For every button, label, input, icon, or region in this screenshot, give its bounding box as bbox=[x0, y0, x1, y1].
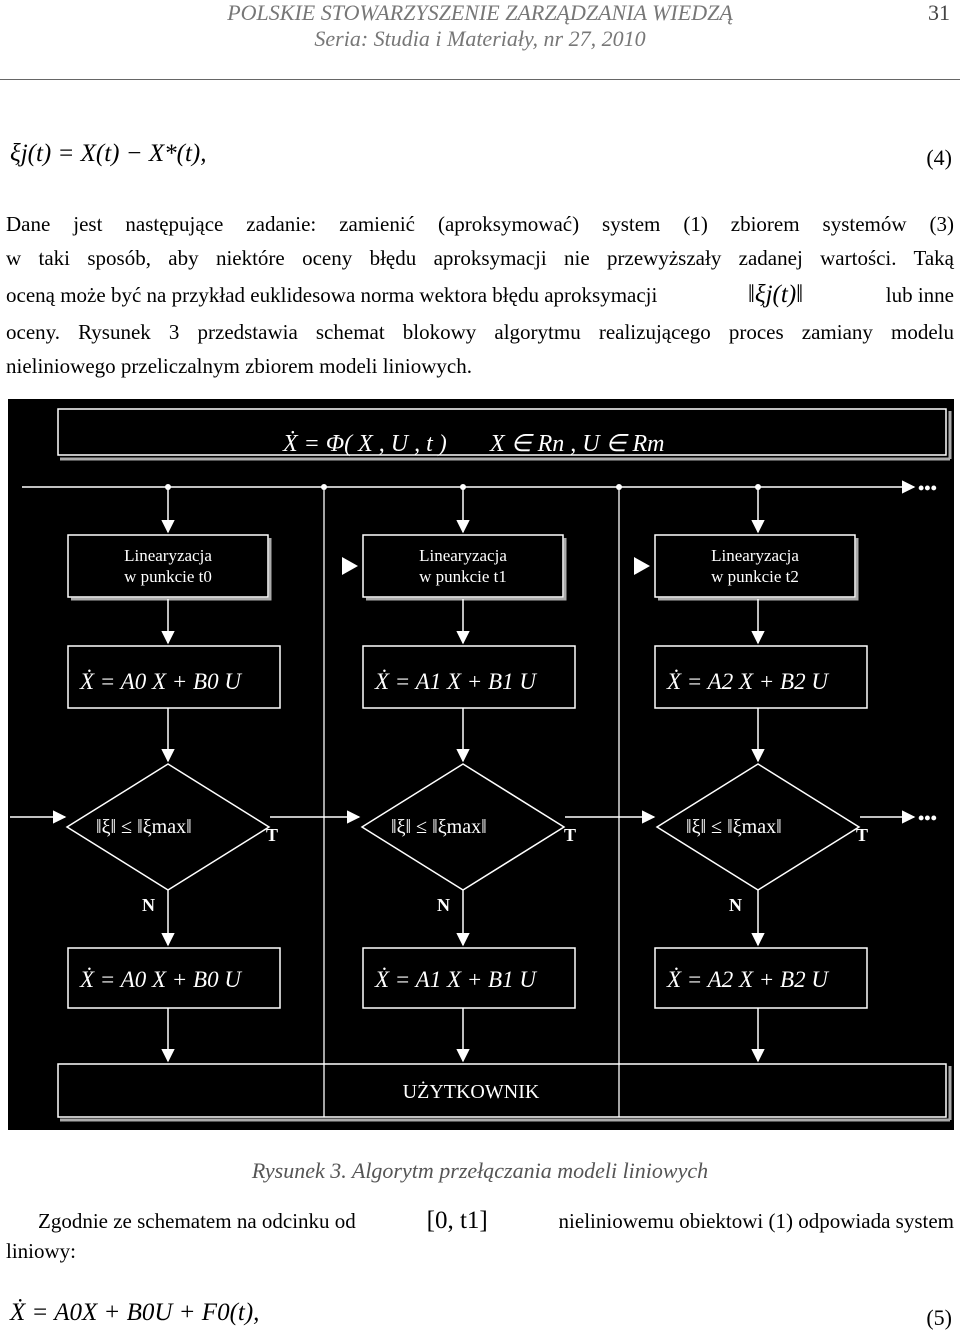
false-label: N bbox=[142, 895, 155, 915]
true-label: T bbox=[564, 825, 576, 845]
linearization-point: w punkcie t2 bbox=[711, 567, 799, 586]
page-number: 31 bbox=[928, 0, 950, 25]
paragraph-line: liniowy: bbox=[6, 1239, 77, 1263]
model-equation: Ẋ = A2 X + B2 U bbox=[666, 967, 829, 992]
equation-5: Ẋ = A0X + B0U + F0(t), bbox=[10, 1299, 260, 1326]
linearization-label: Linearyzacja bbox=[124, 546, 212, 565]
user-box bbox=[57, 1063, 947, 1118]
journal-title: POLSKIE STOWARZYSZENIE ZARZĄDZANIA WIEDZ… bbox=[227, 0, 733, 25]
true-label: T bbox=[856, 825, 868, 845]
system-domain: X ∈ Rn , U ∈ Rm bbox=[489, 431, 664, 457]
paragraph-1: Dane jest następujące zadanie: zamienić … bbox=[6, 207, 954, 383]
paragraph-line: oceny. Rysunek 3 przedstawia schemat blo… bbox=[6, 320, 954, 344]
figure-caption: Rysunek 3. Algorytm przełączania modeli … bbox=[251, 1158, 709, 1183]
paragraph-text: nieliniowemu obiektowi (1) odpowiada sys… bbox=[558, 1208, 954, 1233]
linearization-box-1 bbox=[362, 534, 564, 598]
system-box bbox=[57, 408, 947, 456]
equation-5-number: (5) bbox=[926, 1305, 952, 1330]
linearization-label: Linearyzacja bbox=[419, 546, 507, 565]
model-equation: Ẋ = A1 X + B1 U bbox=[374, 967, 537, 992]
active-model-box-2 bbox=[654, 947, 868, 1009]
active-model-box-0 bbox=[67, 947, 281, 1009]
linearization-box-0 bbox=[67, 534, 269, 598]
equation-4: ξj(t) = X(t) − X*(t), bbox=[10, 140, 207, 167]
paragraph-line-with-norm: oceną może być na przykład euklidesowa n… bbox=[6, 275, 954, 315]
model-equation: Ẋ = A0 X + B0 U bbox=[79, 967, 242, 992]
interval-expression: [0, t1] bbox=[426, 1207, 488, 1234]
active-model-box-1 bbox=[362, 947, 576, 1009]
paragraph-2: Zgodnie ze schematem na odcinku od [0, t… bbox=[6, 1201, 954, 1264]
paragraph-line: nieliniowego przeliczalnym zbiorem model… bbox=[6, 354, 472, 378]
algorithm-diagram: Ẋ = Φ( X , U , t ) X ∈ Rn , U ∈ Rm ••• L… bbox=[8, 399, 954, 1130]
condition-label: ‖ξ‖ ≤ ‖ξmax‖ bbox=[96, 816, 192, 838]
model-equation: Ẋ = A1 X + B1 U bbox=[374, 669, 537, 694]
linearization-point: w punkcie t0 bbox=[124, 567, 212, 586]
system-equation: Ẋ = Φ( X , U , t ) bbox=[282, 431, 447, 457]
paragraph-line-with-interval: Zgodnie ze schematem na odcinku od [0, t… bbox=[6, 1201, 954, 1241]
paragraph-text: lub inne bbox=[885, 283, 954, 307]
model-box-1 bbox=[362, 645, 576, 709]
series-info: Seria: Studia i Materiały, nr 27, 2010 bbox=[314, 26, 646, 51]
ellipsis-icon: ••• bbox=[918, 478, 937, 498]
linearization-box-2 bbox=[654, 534, 856, 598]
ellipsis-icon: ••• bbox=[918, 808, 937, 828]
true-label: T bbox=[266, 825, 278, 845]
paragraph-text: Zgodnie ze schematem na odcinku od bbox=[38, 1208, 356, 1233]
model-box-0 bbox=[67, 645, 281, 709]
norm-expression: ‖ξj(t)‖ bbox=[747, 281, 804, 308]
condition-label: ‖ξ‖ ≤ ‖ξmax‖ bbox=[391, 816, 487, 838]
paragraph-line: w taki sposób, aby niektóre oceny błędu … bbox=[6, 246, 954, 270]
transition-arrow-icon bbox=[634, 557, 650, 575]
linearization-point: w punkcie t1 bbox=[419, 567, 507, 586]
condition-label: ‖ξ‖ ≤ ‖ξmax‖ bbox=[686, 816, 782, 838]
user-label: UŻYTKOWNIK bbox=[403, 1080, 540, 1103]
header-rule bbox=[0, 79, 960, 80]
false-label: N bbox=[729, 895, 742, 915]
paragraph-text: oceną może być na przykład euklidesowa n… bbox=[6, 283, 658, 307]
paragraph-line: Dane jest następujące zadanie: zamienić … bbox=[6, 212, 954, 236]
model-box-2 bbox=[654, 645, 868, 709]
transition-arrow-icon bbox=[342, 557, 358, 575]
model-equation: Ẋ = A2 X + B2 U bbox=[666, 669, 829, 694]
false-label: N bbox=[437, 895, 450, 915]
model-equation: Ẋ = A0 X + B0 U bbox=[79, 669, 242, 694]
linearization-label: Linearyzacja bbox=[711, 546, 799, 565]
equation-4-number: (4) bbox=[926, 145, 952, 170]
